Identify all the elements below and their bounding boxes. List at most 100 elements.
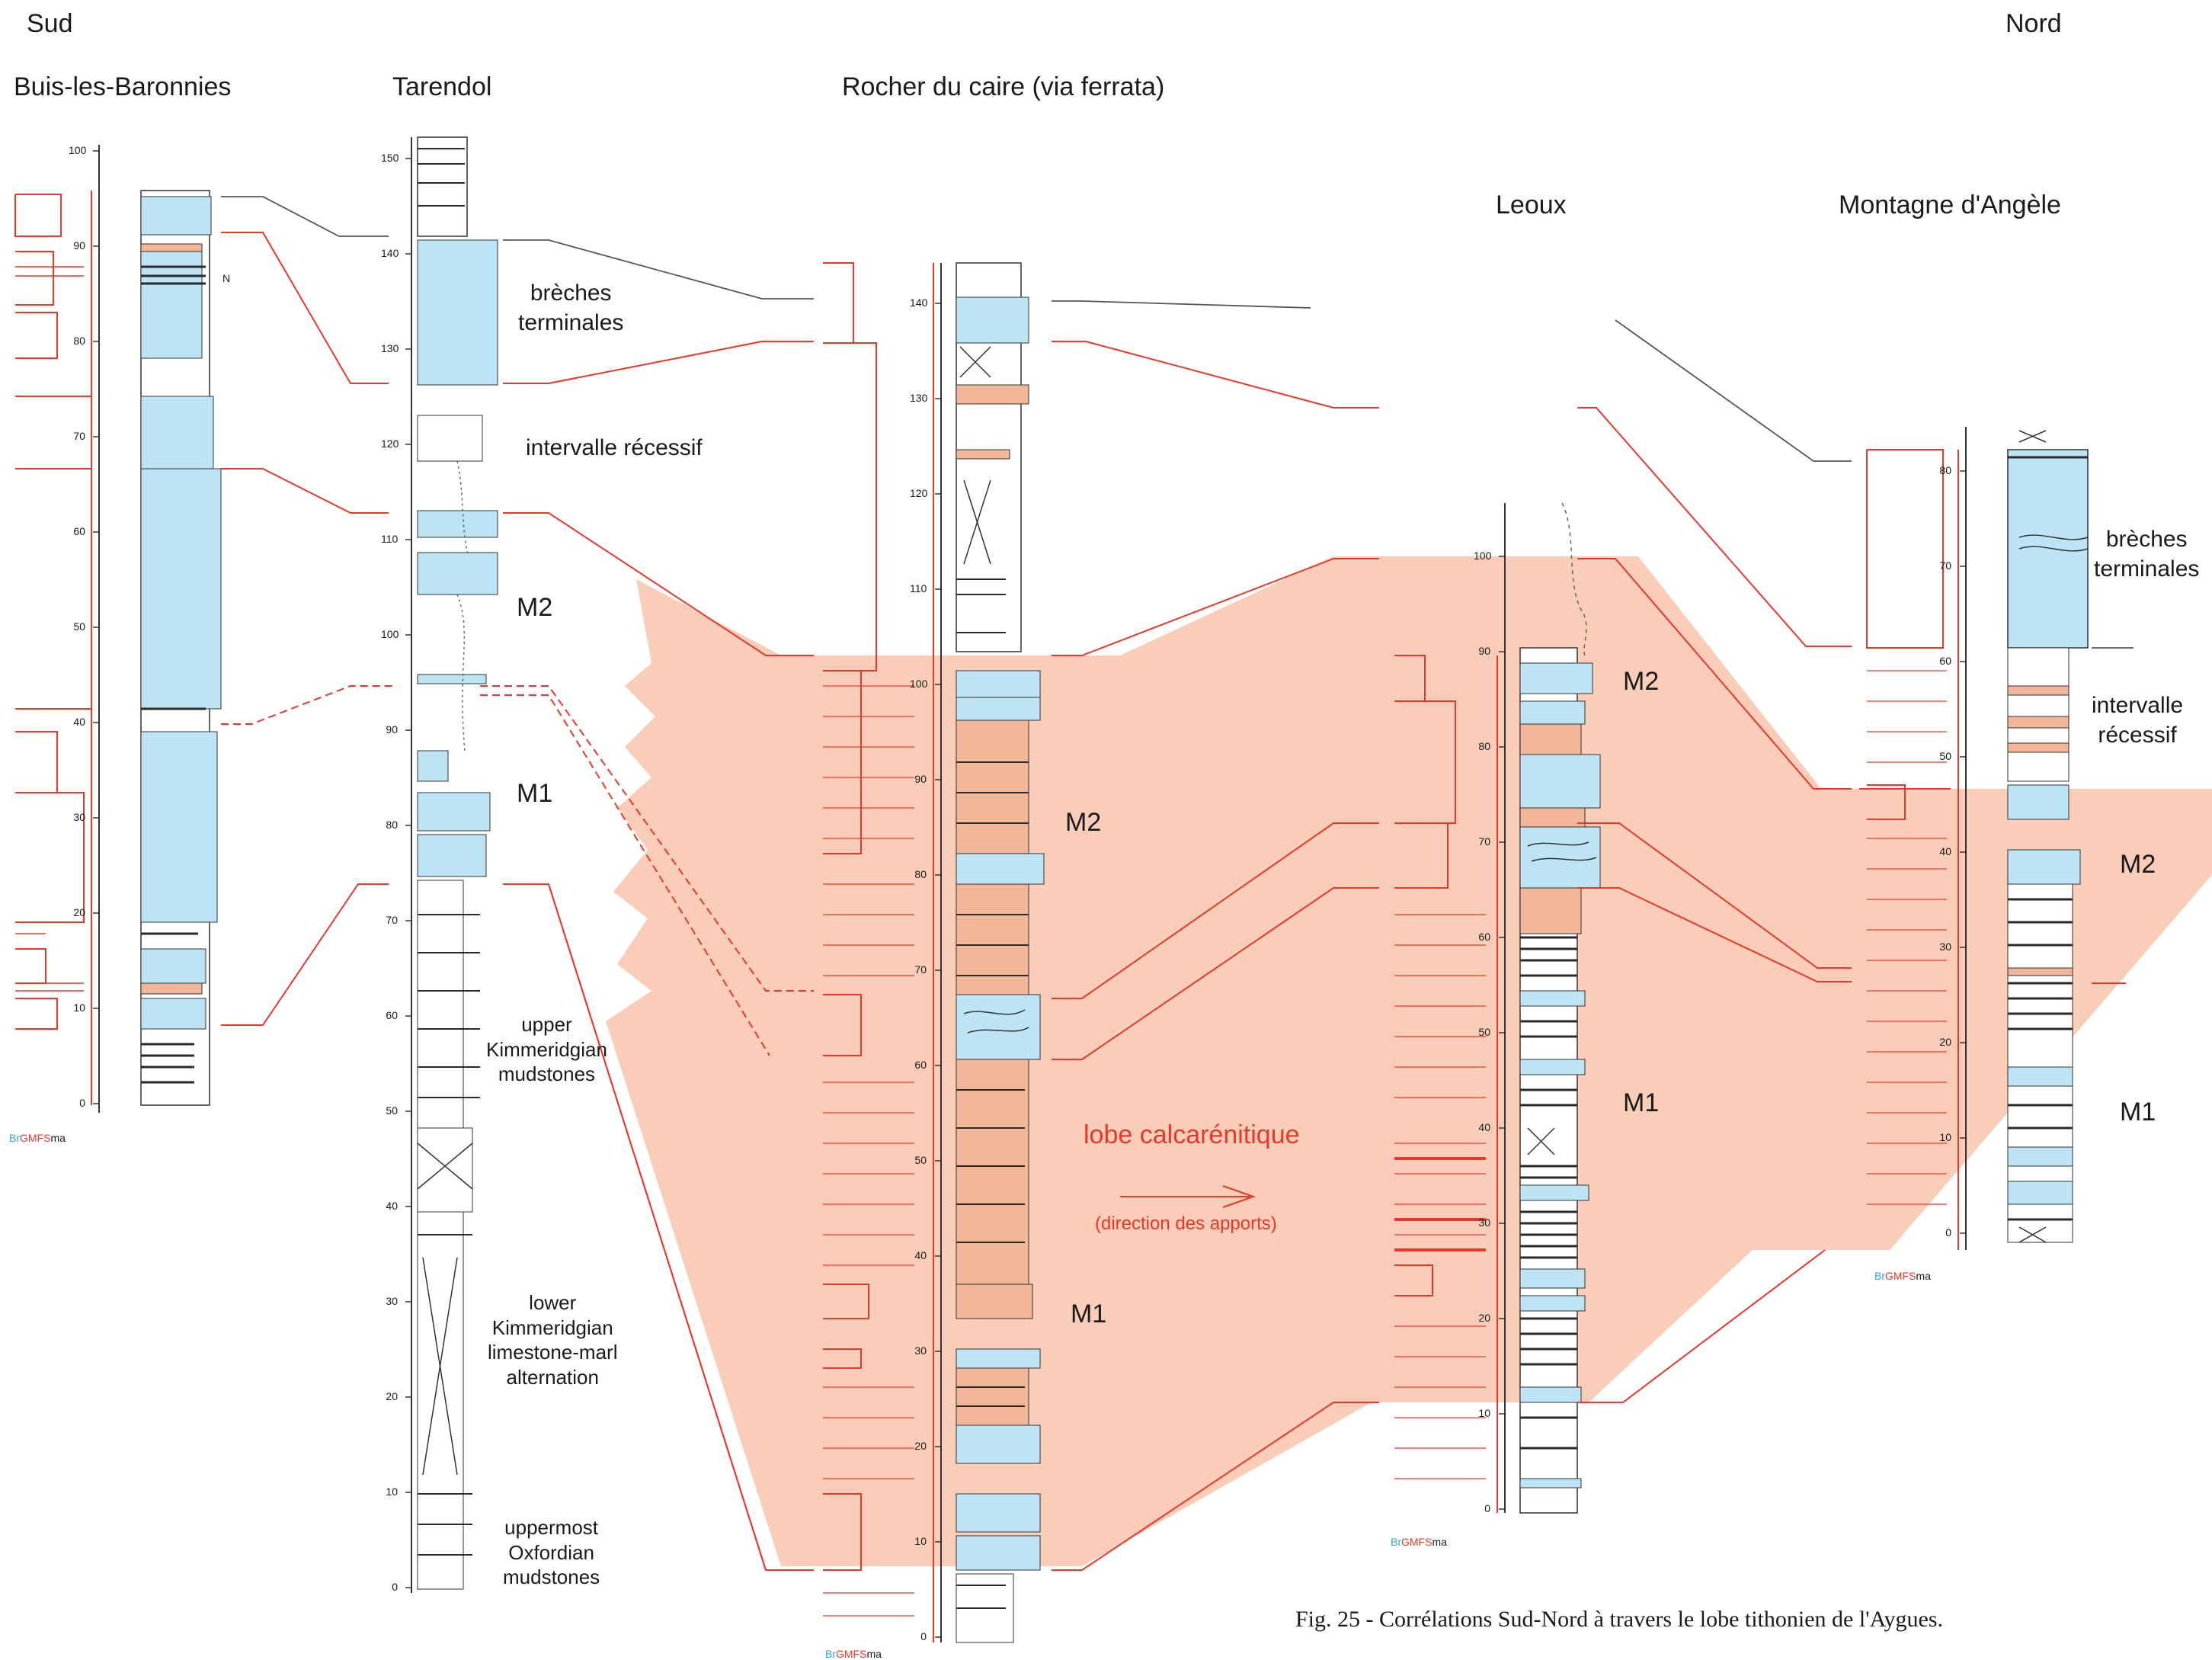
direction-north: Nord [2006,9,2062,38]
tick-label-tarendol: 130 [381,342,399,354]
unit-intervalle-tarendol: intervalle récessif [526,435,703,460]
section-tarendol [405,136,498,1593]
tick-label-leoux: 10 [1478,1407,1490,1419]
tick-label-leoux: 20 [1478,1312,1490,1324]
tick-label-tarendol: 30 [386,1295,398,1307]
tick-label-tarendol: 60 [386,1009,398,1021]
tick-label-rocher: 30 [914,1344,927,1357]
tick-label-angele: 10 [1939,1131,1951,1143]
tick-label-buis: 60 [73,525,85,537]
tick-label-leoux: 80 [1478,740,1490,752]
tick-label-leoux: 100 [1474,550,1492,562]
tick-label-buis: 20 [73,906,85,918]
tick-label-angele: 20 [1939,1036,1951,1048]
tick-label-rocher: 100 [910,678,928,690]
section-rocher [823,262,1045,1643]
tick-label-rocher: 40 [914,1249,927,1261]
tick-label-rocher: 10 [914,1535,927,1547]
tick-label-buis: 0 [79,1097,85,1109]
grain-scale-angele: BrGMFSma [1874,1270,1931,1282]
tick-label-angele: 50 [1939,750,1951,762]
tick-label-angele: 80 [1939,464,1951,476]
tick-label-tarendol: 40 [386,1200,398,1212]
tick-label-angele: 60 [1939,655,1951,667]
tick-label-leoux: 90 [1478,645,1490,657]
tick-label-buis: 80 [73,335,85,347]
tick-label-tarendol: 80 [386,819,398,831]
tick-label-buis: 100 [69,144,87,156]
unit-m1-angele: M1 [2120,1098,2156,1126]
correlation-lines-dashed [221,685,814,1056]
unit-m2-rocher: M2 [1065,808,1102,837]
tick-label-rocher: 20 [914,1440,927,1452]
tick-label-rocher: 70 [914,963,927,976]
lobe-direction-label: (direction des apports) [1095,1213,1277,1234]
tick-label-tarendol: 150 [381,152,399,164]
tick-label-tarendol: 110 [381,533,399,545]
tick-label-tarendol: 100 [381,628,399,640]
section-title-rocher: Rocher du caire (via ferrata) [842,72,1165,101]
tick-label-angele: 40 [1939,845,1951,857]
tick-label-rocher: 0 [920,1630,927,1642]
unit-breches-tarendol: brèches terminales [518,280,624,335]
section-title-tarendol: Tarendol [392,72,492,101]
unit-m1-tarendol: M1 [517,779,553,808]
unit-intervalle-angele: intervalle récessif [2092,693,2184,748]
figure-caption: Fig. 25 - Corrélations Sud-Nord à traver… [1295,1607,1943,1632]
tick-label-tarendol: 50 [386,1104,398,1117]
tick-label-rocher: 120 [910,487,928,499]
grain-scale-rocher: BrGMFSma [825,1648,882,1660]
tick-label-tarendol: 120 [381,437,399,450]
tick-label-leoux: 0 [1484,1502,1490,1514]
section-title-leoux: Leoux [1496,191,1567,220]
tick-label-buis: 30 [73,811,85,823]
correlation-lines-red [221,232,2126,1571]
lobe-area [606,556,2212,1566]
tick-label-tarendol: 70 [386,914,398,926]
tick-label-angele: 30 [1939,941,1951,953]
tick-label-tarendol: 0 [392,1581,398,1593]
section-title-buis: Buis-les-Baronnies [14,72,232,101]
tick-label-leoux: 70 [1478,835,1490,848]
tick-label-tarendol: 140 [381,247,399,259]
tick-label-rocher: 130 [910,392,928,404]
tick-label-rocher: 60 [914,1059,927,1071]
direction-south: Sud [27,9,73,38]
tick-label-tarendol: 90 [386,723,398,735]
marker-n: N [222,272,231,284]
section-leoux [1394,502,1601,1514]
tick-label-buis: 50 [73,620,85,633]
direction-arrow [1120,1185,1256,1208]
unit-m2-tarendol: M2 [517,593,553,622]
tick-label-buis: 40 [73,716,85,728]
tick-label-rocher: 80 [914,868,927,880]
grain-scale-buis: BrGMFSma [9,1132,66,1144]
unit-breches-angele: brèches terminales [2094,527,2200,582]
tick-label-leoux: 50 [1478,1026,1490,1038]
unit-m2-angele: M2 [2120,850,2156,879]
tick-label-rocher: 110 [910,582,927,594]
tick-label-leoux: 30 [1478,1216,1490,1229]
tick-label-rocher: 90 [914,773,927,785]
unit-lower-kimmeridgian: lower Kimmeridgian limestone-marl altern… [488,1291,618,1389]
tick-label-tarendol: 20 [386,1390,398,1402]
unit-m1-rocher: M1 [1071,1299,1107,1328]
section-angele [1866,427,2089,1250]
section-buis [14,145,222,1113]
tick-label-buis: 10 [73,1001,85,1014]
unit-uppermost-oxfordian: uppermost Oxfordian mudstones [503,1516,600,1588]
unit-m1-leoux: M1 [1623,1088,1660,1117]
tick-label-buis: 90 [73,239,85,252]
correlation-lines-gray [221,196,2134,649]
tick-label-rocher: 140 [910,296,928,309]
section-title-angele: Montagne d'Angèle [1839,191,2061,220]
tick-label-rocher: 50 [914,1154,927,1166]
tick-label-angele: 70 [1939,559,1951,572]
tick-label-leoux: 40 [1478,1121,1490,1133]
tick-label-leoux: 60 [1478,931,1490,943]
tick-label-buis: 70 [73,430,85,442]
grain-scale-leoux: BrGMFSma [1391,1536,1447,1548]
tick-label-tarendol: 10 [386,1485,398,1498]
unit-upper-kimmeridgian: upper Kimmeridgian mudstones [486,1013,607,1085]
